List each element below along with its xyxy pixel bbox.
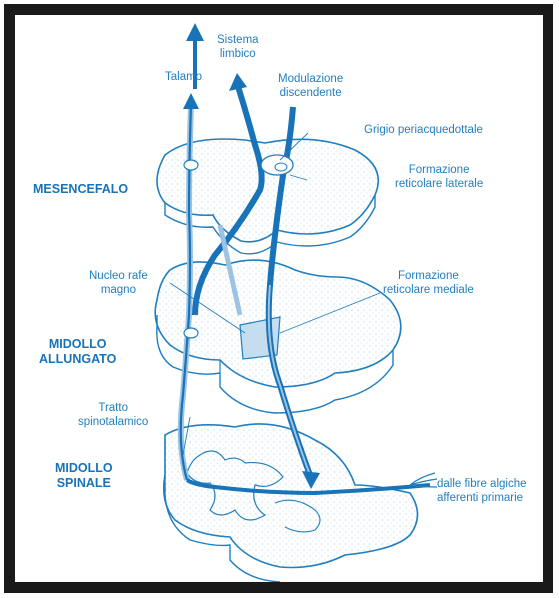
label-grigio-periacquedottale: Grigio periacquedottale	[364, 123, 483, 137]
label-talamo: Talamo	[165, 70, 202, 84]
spinothalamic-tract	[181, 23, 204, 480]
label-formazione-reticolare-laterale: Formazione reticolare laterale	[395, 163, 483, 191]
label-modulazione-discendente: Modulazione discendente	[278, 72, 343, 100]
region-midollo-spinale: MIDOLLO SPINALE	[55, 461, 113, 491]
label-sistema-limbico: Sistema limbico	[217, 33, 259, 61]
region-mesencefalo: MESENCEFALO	[33, 182, 128, 197]
label-tratto-spinotalamico: Tratto spinotalamico	[78, 401, 148, 429]
label-formazione-laterale-line-2: reticolare laterale	[395, 177, 483, 191]
region-midollo-allungato: MIDOLLO ALLUNGATO	[39, 337, 116, 367]
region-midollo-allungato-line-2: ALLUNGATO	[39, 352, 116, 367]
label-fibre-line-2: afferenti primarie	[437, 491, 527, 505]
region-midollo-spinale-line-1: MIDOLLO	[55, 461, 113, 476]
label-formazione-reticolare-mediale: Formazione reticolare mediale	[383, 269, 474, 297]
label-sistema-limbico-line-2: limbico	[217, 47, 259, 61]
label-formazione-laterale-line-1: Formazione	[395, 163, 483, 177]
label-fibre-line-1: dalle fibre algiche	[437, 477, 527, 491]
label-nucleo-rafe-line-2: magno	[89, 283, 148, 297]
label-tratto-line-1: Tratto	[78, 401, 148, 415]
label-modulazione-line-2: discendente	[278, 86, 343, 100]
label-fibre-afferenti: dalle fibre algiche afferenti primarie	[437, 477, 527, 505]
label-sistema-limbico-line-1: Sistema	[217, 33, 259, 47]
figure-frame: Talamo Sistema limbico Modulazione disce…	[4, 4, 553, 593]
label-formazione-mediale-line-2: reticolare mediale	[383, 283, 474, 297]
region-midollo-spinale-line-2: SPINALE	[55, 476, 113, 491]
label-formazione-mediale-line-1: Formazione	[383, 269, 474, 283]
label-tratto-line-2: spinotalamico	[78, 415, 148, 429]
label-nucleo-rafe-magno: Nucleo rafe magno	[89, 269, 148, 297]
figure-panel: Talamo Sistema limbico Modulazione disce…	[15, 15, 543, 582]
label-modulazione-line-1: Modulazione	[278, 72, 343, 86]
label-nucleo-rafe-line-1: Nucleo rafe	[89, 269, 148, 283]
spinal-cord-section	[164, 424, 418, 582]
region-midollo-allungato-line-1: MIDOLLO	[39, 337, 116, 352]
